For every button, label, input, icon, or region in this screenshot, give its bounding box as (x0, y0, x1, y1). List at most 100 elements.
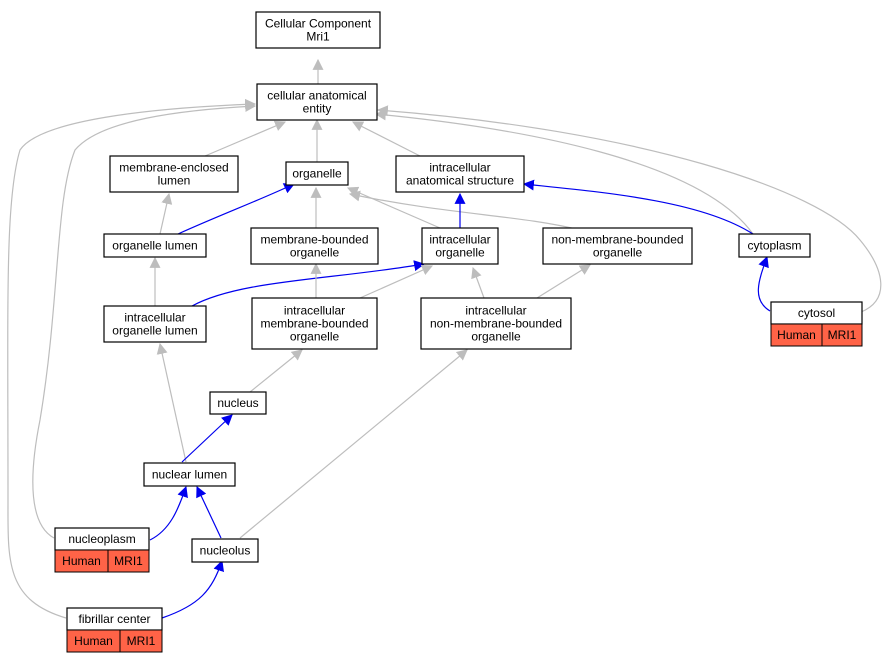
fc-tag-text-0: Human (74, 634, 113, 648)
ias-label-line-0: intracellular (429, 161, 490, 175)
nmbo-label-line-1: organelle (593, 246, 643, 260)
root-box (255, 11, 381, 49)
edge-imbo-to-io (359, 264, 434, 299)
node-nucleus[interactable]: nucleus (209, 391, 267, 415)
iol-label-line-0: intracellular (124, 311, 185, 325)
orgl-box (103, 233, 207, 258)
cae-label-line-0: cellular anatomical (267, 89, 366, 103)
imbo-label-line-0: intracellular (284, 304, 345, 318)
edge-nl-to-nucleus[interactable] (181, 414, 233, 463)
orgl-label-line-0: organelle lumen (112, 239, 197, 253)
np-tag-text-0: Human (62, 554, 101, 568)
ias-label-line-1: anatomical structure (406, 174, 514, 188)
np-tag-text-1: MRI1 (114, 554, 143, 568)
inmbo-box (420, 297, 572, 350)
edge-cyto-to-cae (374, 109, 754, 235)
node-organelle-lumen[interactable]: organelle lumen (103, 233, 207, 258)
edge-iol-to-io[interactable] (191, 260, 426, 307)
edge-nl-to-iol (156, 342, 187, 463)
cyto-label-line-0: cytoplasm (747, 239, 801, 253)
np-label-line-0: nucleoplasm (68, 532, 135, 546)
node-nuclear-lumen[interactable]: nuclear lumen (143, 462, 236, 487)
nucleolus-box (191, 538, 259, 563)
root-label-line-0: Cellular Component (265, 17, 372, 31)
iol-box (103, 305, 207, 343)
edge-fc-to-nucleolus[interactable] (161, 559, 224, 619)
edge-io-to-org (346, 186, 441, 229)
cytosol-gene-tag[interactable]: MRI1 (821, 323, 863, 347)
nucleus-label-line-0: nucleus (217, 396, 258, 410)
cae-label-line-1: entity (303, 102, 332, 116)
node-organelle[interactable]: organelle (285, 161, 349, 186)
edge-inmbo-to-io (471, 266, 485, 299)
edge-fc-to-cae (7, 98, 257, 619)
fc-label-line-0: fibrillar center (78, 612, 150, 626)
nucleolus-label-line-0: nucleolus (200, 544, 251, 558)
cytosol-tag-text-1: MRI1 (828, 328, 857, 342)
np-species-tag[interactable]: Human (54, 549, 109, 573)
edges (7, 58, 882, 619)
io-label-line-1: organelle (435, 246, 485, 260)
edge-np-to-nl[interactable] (149, 485, 188, 541)
edge-inmbo-to-nmbo (536, 264, 591, 299)
edge-cyto-to-ias[interactable] (522, 179, 754, 235)
cytosol-species-tag[interactable]: Human (770, 323, 823, 347)
mbo-label-line-1: organelle (290, 246, 340, 260)
np-gene-tag[interactable]: MRI1 (107, 549, 150, 573)
inmbo-label-line-1: non-membrane-bounded (430, 317, 562, 331)
fc-gene-tag[interactable]: MRI1 (119, 629, 163, 653)
nucleus-box (209, 391, 267, 415)
root-label-line-1: Mri1 (306, 30, 330, 44)
iol-label-line-1: organelle lumen (112, 324, 197, 338)
cae-box (256, 83, 378, 121)
cytosol-tag-text-0: Human (777, 328, 816, 342)
io-box (421, 227, 499, 265)
edge-orgl-to-mel (159, 192, 173, 235)
mel-label-line-0: membrane-enclosed (119, 161, 228, 175)
edge-nucleolus-to-inmbo (239, 349, 468, 539)
edge-mel-to-cae (204, 120, 287, 157)
mbo-box (250, 227, 379, 265)
node-nucleolus[interactable]: nucleolus (191, 538, 259, 563)
nmbo-box (542, 227, 693, 265)
edge-cytosol-to-cyto[interactable] (757, 255, 771, 312)
edge-nucleus-to-imbo (249, 349, 303, 393)
edge-nmbo-to-org (348, 190, 581, 231)
fc-species-tag[interactable]: Human (66, 629, 121, 653)
edge-orgl-to-org[interactable] (177, 183, 295, 235)
fc-tag-text-1: MRI1 (127, 634, 156, 648)
edge-np-to-cae (32, 101, 257, 539)
nmbo-label-line-0: non-membrane-bounded (551, 233, 683, 247)
mel-box (109, 155, 239, 193)
inmbo-label-line-2: organelle (471, 330, 521, 344)
nl-box (143, 462, 236, 487)
mel-label-line-1: lumen (158, 174, 191, 188)
imbo-label-line-2: organelle (290, 330, 340, 344)
node-intracellular-non-membrane-bounded-organelle[interactable]: intracellularnon-membrane-boundedorganel… (420, 297, 572, 350)
edge-nucleolus-to-nl[interactable] (196, 486, 222, 539)
cytosol-label-line-0: cytosol (798, 306, 835, 320)
mbo-label-line-0: membrane-bounded (260, 233, 368, 247)
io-label-line-0: intracellular (429, 233, 490, 247)
ias-box (395, 155, 525, 193)
imbo-box (251, 297, 378, 350)
node-cytoplasm[interactable]: cytoplasm (738, 233, 811, 258)
cyto-box (738, 233, 811, 258)
nl-label-line-0: nuclear lumen (152, 468, 227, 482)
edge-ias-to-cae (352, 121, 421, 157)
inmbo-label-line-0: intracellular (465, 304, 526, 318)
